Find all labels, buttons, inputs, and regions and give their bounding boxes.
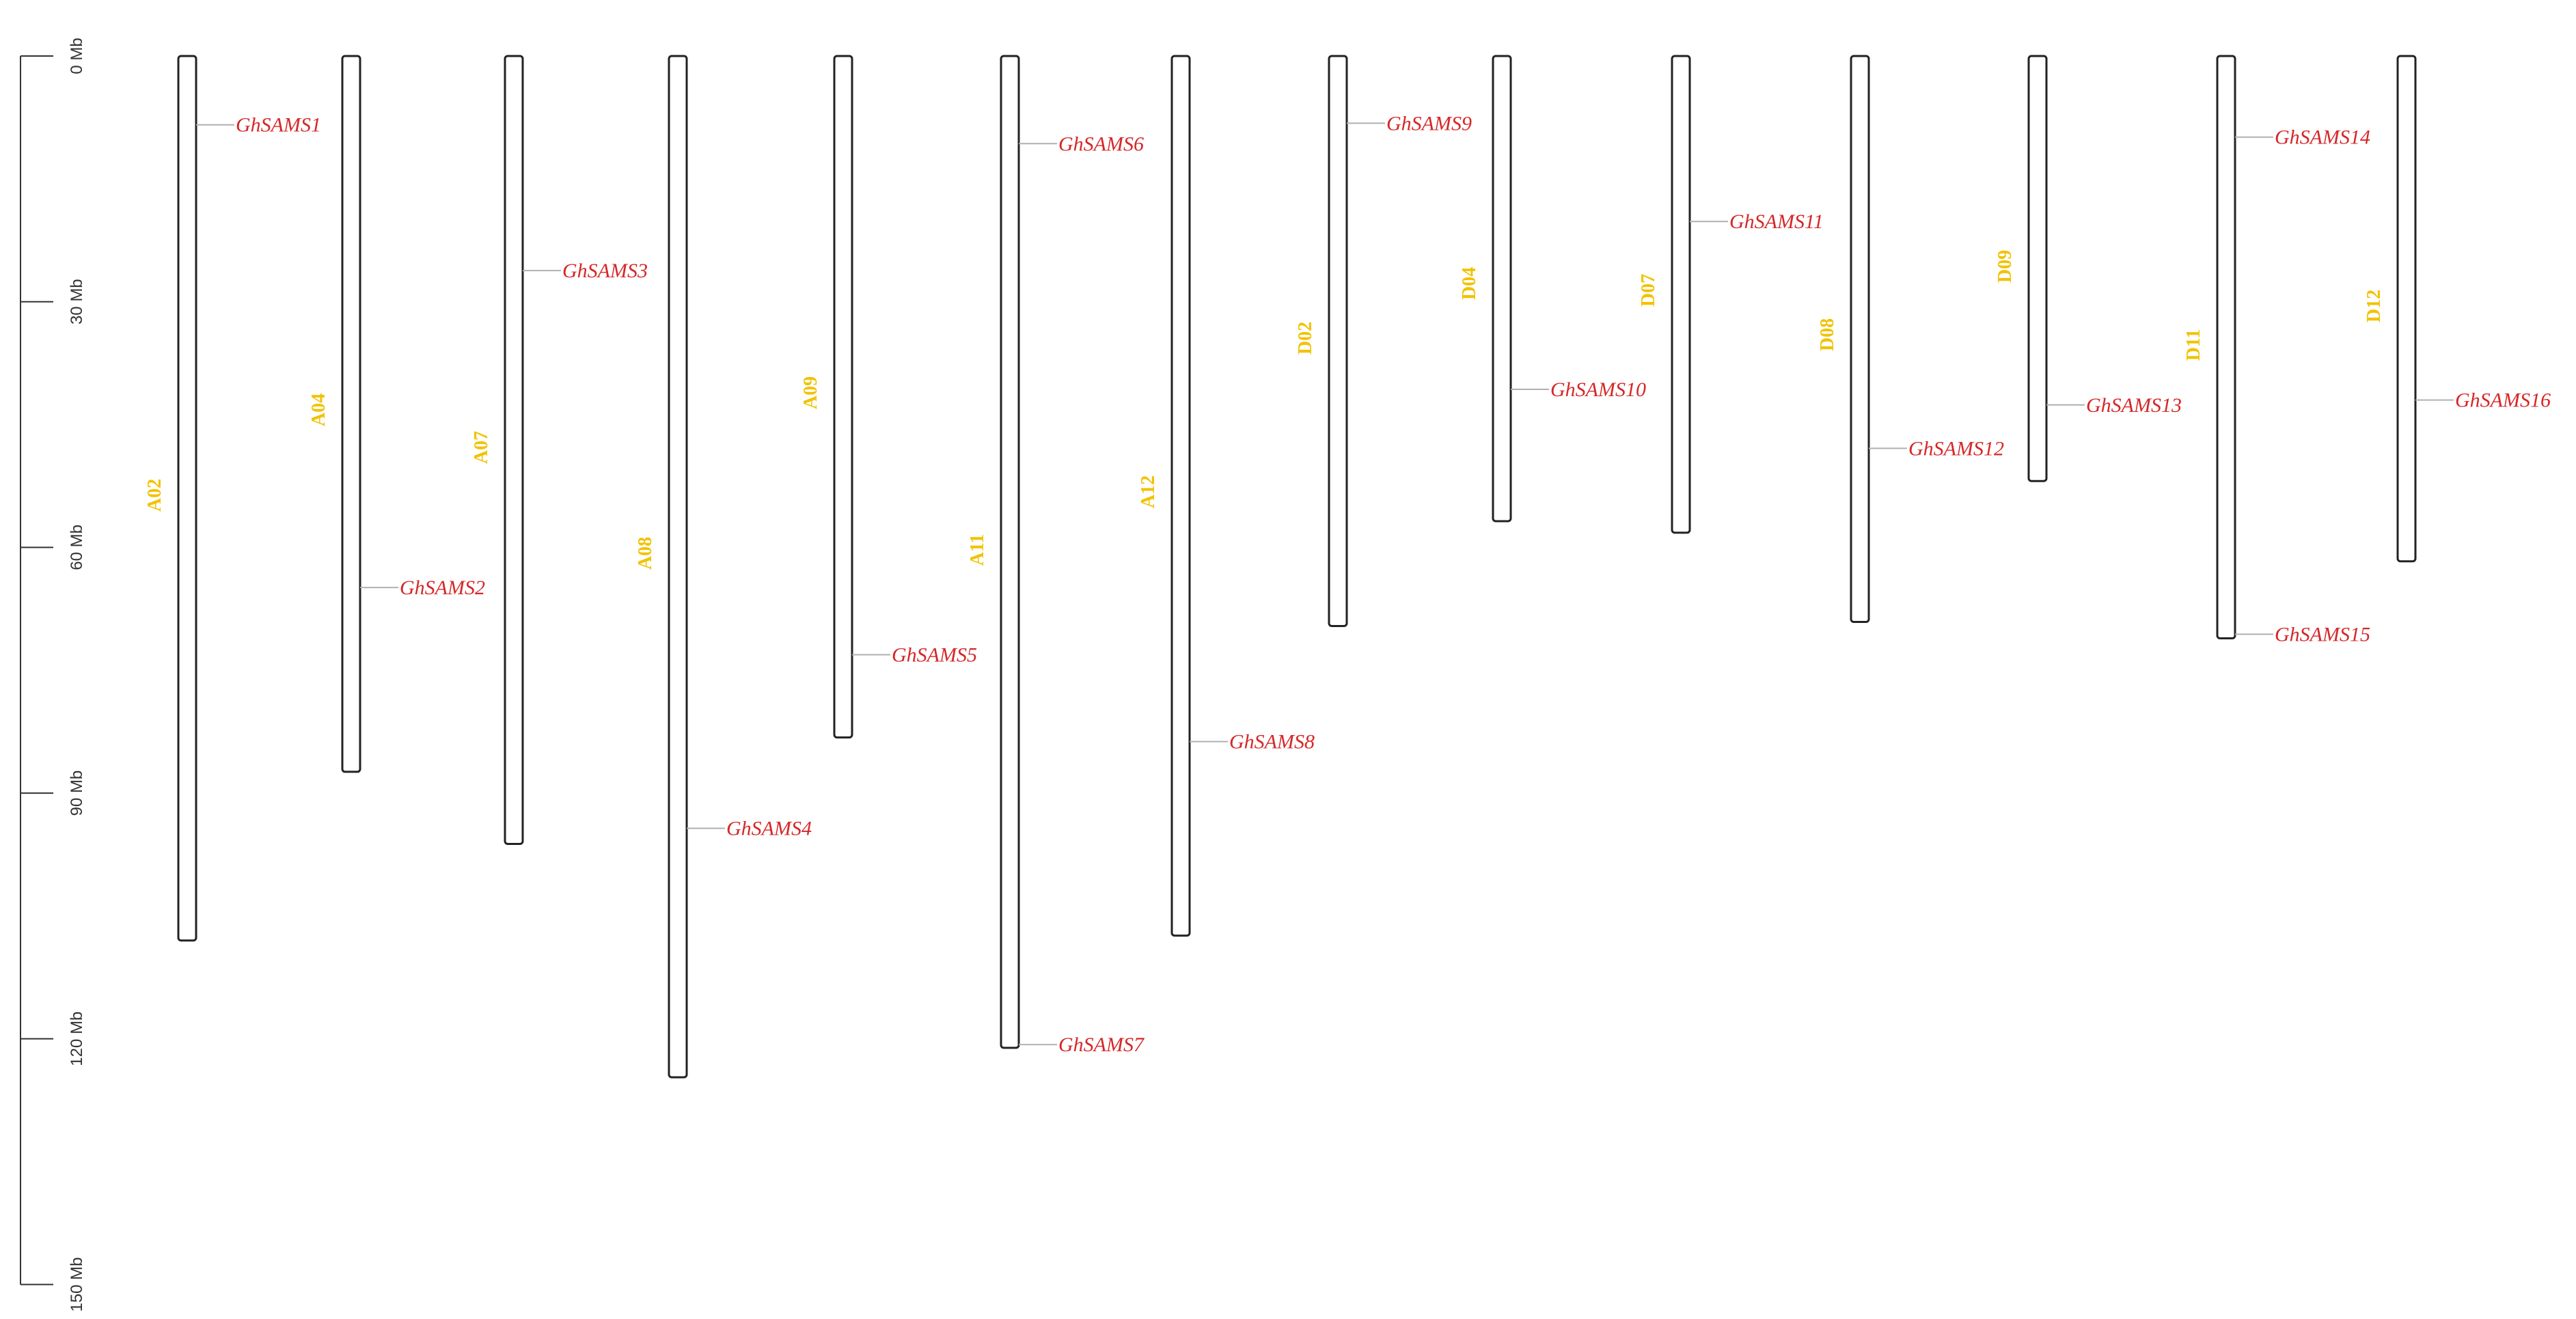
gene-label: GhSAMS2 [400,577,485,599]
chromosome-bar [177,55,197,942]
gene-label: GhSAMS15 [2275,623,2370,645]
scale-tick-label: 60 Mb [68,525,86,570]
gene-label: GhSAMS4 [726,818,812,840]
gene-label: GhSAMS1 [236,114,321,137]
chromosome-label: A12 [1138,475,1159,508]
chromosome-label: D02 [1295,322,1316,355]
gene-label: GhSAMS14 [2275,126,2370,149]
scale-bar: 0 Mb 30 Mb 60 Mb 90 Mb 120 Mb 150 Mb [20,38,86,1312]
chromosome-bar [1328,55,1348,628]
chromosome-bar [668,55,688,1079]
gene-label: GhSAMS12 [1908,437,2004,460]
gene-label: GhSAMS11 [1729,210,1824,233]
gene-label: GhSAMS5 [892,643,977,666]
chromosome-label: A02 [144,479,165,512]
chromosome-label: D07 [1638,274,1659,307]
scale-tick-label: 90 Mb [68,770,86,816]
chromosome-label: D04 [1459,267,1480,300]
gene-label: GhSAMS3 [562,260,648,282]
chromosome-label: D08 [1817,318,1838,351]
chromosome-bar [1492,55,1512,523]
chromosome-d07: D07 GhSAMS11 [1638,55,1824,534]
chromosome-bar [833,55,853,739]
chromosome-label: D09 [1995,250,2016,283]
chromosome-bar [1850,55,1870,624]
chromosome-bar [1170,55,1191,937]
chromosome-d02: D02 GhSAMS9 [1295,55,1472,628]
chromosome-bar [1000,55,1020,1049]
chromosome-bar [341,55,361,773]
scale-tick-label: 0 Mb [68,38,86,74]
chromosome-bar [2027,55,2048,482]
chromosome-bar [2396,55,2417,563]
chromosome-label: A08 [635,537,656,570]
gene-label: GhSAMS16 [2455,389,2551,412]
chromosome-a02: A02 GhSAMS1 [144,55,321,942]
chromosome-bar [2216,55,2236,639]
chromosome-a07: A07 GhSAMS3 [471,55,648,845]
gene-label: GhSAMS10 [1550,378,1646,401]
chromosome-bar [504,55,524,845]
chromosome-label: A07 [471,431,492,464]
chromosome-label: A11 [967,534,988,566]
gene-label: GhSAMS13 [2086,394,2182,417]
gene-label: GhSAMS7 [1058,1033,1145,1056]
chromosome-label: A09 [800,376,821,409]
gene-label: GhSAMS9 [1386,112,1472,135]
chromosome-label: A04 [308,393,329,426]
chromosome-label: D11 [2183,329,2204,361]
chromosomes: A02GhSAMS1A04GhSAMS2A07GhSAMS3A08GhSAMS4… [144,55,2551,1079]
scale-tick-label: 120 Mb [68,1012,86,1066]
scale-tick-label: 30 Mb [68,279,86,324]
chromosome-label: D12 [2363,290,2385,322]
gene-label: GhSAMS8 [1229,731,1315,753]
scale-tick-label: 150 Mb [68,1257,86,1311]
chromosome-bar [1671,55,1691,534]
gene-label: GhSAMS6 [1058,133,1144,155]
